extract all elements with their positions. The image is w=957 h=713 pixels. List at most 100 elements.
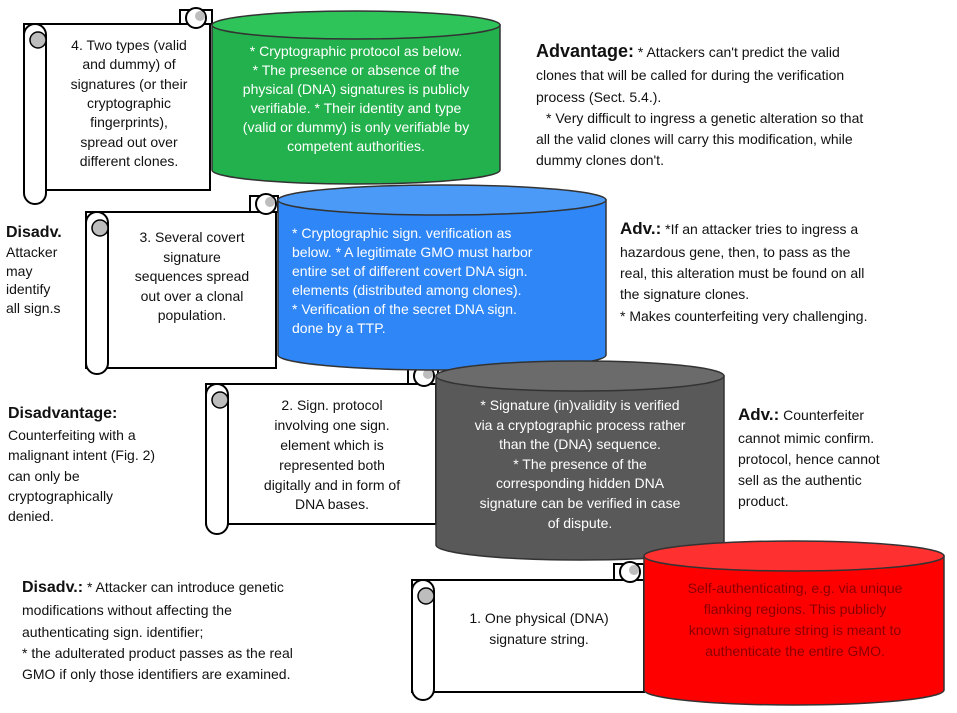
scroll-line: digitally and in form of bbox=[263, 476, 401, 493]
scroll-text-level-1: 1. One physical (DNA) signature string. bbox=[436, 608, 642, 650]
cylinder-line: below. * A legitimate GMO must harbor bbox=[292, 244, 533, 261]
scroll-line: involving one sign. bbox=[274, 416, 390, 433]
advantage-line: * Attackers can't predict the valid bbox=[637, 44, 840, 60]
disadvantage-line: can only be bbox=[8, 467, 80, 484]
cylinder-line: Self-authenticating, e.g. via unique bbox=[687, 580, 903, 596]
cylinder-level-2 bbox=[435, 360, 725, 561]
cylinder-line: * Cryptographic sign. verification as bbox=[292, 225, 512, 241]
cylinder-text-level-3: * Cryptographic sign. verification as be… bbox=[292, 224, 604, 338]
scroll-level-3 bbox=[85, 193, 279, 375]
cylinder-line: corresponding hidden DNA bbox=[495, 475, 665, 492]
advantage-line: cannot mimic confirm. bbox=[738, 429, 875, 446]
scroll-line: 3. Several covert bbox=[139, 229, 245, 245]
advantage-line: hazardous gene, then, to pass as the bbox=[620, 243, 851, 260]
scroll-level-4 bbox=[23, 7, 213, 205]
cylinder-line: competent authorities. bbox=[287, 138, 425, 155]
advantage-heading: Adv.: bbox=[738, 405, 780, 424]
disadvantage-line: malignant intent (Fig. 2) bbox=[8, 447, 156, 464]
scroll-line: DNA bases. bbox=[295, 496, 369, 513]
scroll-line: different clones. bbox=[79, 152, 179, 169]
disadvantage-line: identify bbox=[6, 281, 51, 298]
disadvantage-level-2: Disadvantage: Counterfeiting with a mali… bbox=[8, 402, 204, 527]
cylinder-line: authenticate the entire GMO. bbox=[705, 643, 885, 659]
cylinder-line: physical (DNA) signatures is publicly bbox=[242, 81, 470, 98]
cylinder-line: entire set of different covert DNA sign. bbox=[292, 263, 528, 280]
scroll-text-level-4: 4. Two types (valid and dummy) of signat… bbox=[50, 36, 208, 171]
scroll-text-level-3: 3. Several covert signature sequences sp… bbox=[110, 228, 274, 326]
cylinder-line: known signature string is meant to bbox=[688, 622, 902, 638]
advantage-line: the signature clones. bbox=[620, 286, 750, 303]
disadvantage-line: * the adulterated product passes as the … bbox=[22, 644, 293, 661]
scroll-line: element which is bbox=[280, 436, 384, 453]
disadvantage-level-3: Disadv. Attacker may identify all sign.s bbox=[6, 222, 84, 317]
cylinder-line: flanking regions. This publicly bbox=[703, 601, 887, 617]
advantage-line: dummy clones don't. bbox=[536, 152, 664, 169]
disadvantage-line: modifications without affecting the bbox=[22, 602, 232, 619]
disadvantage-heading: Disadv.: bbox=[22, 579, 84, 596]
advantage-line: product. bbox=[738, 492, 789, 509]
cylinder-line: * The presence or absence of the bbox=[252, 62, 460, 79]
scroll-line: spread out over bbox=[80, 133, 178, 150]
disadvantage-line: * Attacker can introduce genetic bbox=[86, 579, 284, 595]
disadvantage-line: denied. bbox=[8, 508, 54, 525]
cylinder-line: (valid or dummy) is only verifiable by bbox=[242, 119, 470, 136]
cylinder-line: * Signature (in)validity is verified bbox=[480, 397, 680, 413]
disadvantage-line: GMO if only those identifiers are examin… bbox=[22, 666, 291, 683]
cylinder-line: via a cryptographic process rather bbox=[474, 416, 686, 433]
disadvantage-level-1: Disadv.: * Attacker can introduce geneti… bbox=[22, 576, 402, 685]
disadvantage-line: may bbox=[6, 262, 33, 279]
disadvantage-line: all sign.s bbox=[6, 299, 61, 316]
advantage-line: *If an attacker tries to ingress a bbox=[665, 221, 859, 237]
scroll-line: fingerprints), bbox=[90, 114, 168, 131]
advantage-line: process (Sect. 5.4.). bbox=[536, 88, 662, 105]
scroll-line: signatures (or their bbox=[70, 75, 188, 92]
disadvantage-line: Attacker bbox=[6, 244, 58, 261]
cylinder-text-level-2: * Signature (in)validity is verified via… bbox=[440, 396, 720, 533]
scroll-line: 2. Sign. protocol bbox=[281, 397, 383, 413]
advantage-line: * Very difficult to ingress a genetic al… bbox=[546, 109, 864, 126]
advantage-level-3: Adv.: *If an attacker tries to ingress a… bbox=[620, 216, 950, 327]
advantage-line: clones that will be called for during th… bbox=[536, 67, 845, 84]
scroll-line: signature string. bbox=[489, 631, 589, 647]
cylinder-line: done by a TTP. bbox=[292, 320, 386, 337]
advantage-level-2: Adv.: Counterfeiter cannot mimic confirm… bbox=[738, 402, 938, 512]
scroll-line: 4. Two types (valid bbox=[71, 37, 187, 53]
advantage-line: sell as the authentic bbox=[738, 471, 862, 488]
scroll-line: population. bbox=[157, 307, 227, 324]
cylinder-line: of dispute. bbox=[547, 514, 613, 531]
scroll-line: 1. One physical (DNA) bbox=[469, 610, 609, 626]
scroll-line: signature bbox=[163, 248, 221, 265]
disadvantage-line: Counterfeiting with a bbox=[8, 427, 136, 444]
scroll-text-level-2: 2. Sign. protocol involving one sign. el… bbox=[230, 396, 434, 515]
cylinder-line: verifiable. * Their identity and type bbox=[250, 100, 462, 117]
cylinder-line: * Verification of the secret DNA sign. bbox=[292, 301, 517, 318]
advantage-line: real, this alteration must be found on a… bbox=[620, 265, 865, 282]
advantage-heading: Advantage: bbox=[536, 41, 635, 61]
advantage-level-4: Advantage: * Attackers can't predict the… bbox=[536, 38, 948, 172]
cylinder-level-4 bbox=[211, 10, 501, 185]
cylinder-level-1 bbox=[643, 540, 945, 706]
cylinder-line: than the (DNA) sequence. bbox=[499, 436, 661, 453]
scroll-line: out over a clonal bbox=[140, 287, 244, 304]
advantage-line: all the valid clones will carry this mod… bbox=[536, 131, 853, 148]
scroll-line: and dummy) of bbox=[82, 56, 176, 73]
cylinder-line: * The presence of the bbox=[513, 455, 647, 472]
scroll-line: represented both bbox=[279, 456, 385, 473]
cylinder-text-level-1: Self-authenticating, e.g. via unique fla… bbox=[648, 578, 942, 662]
disadvantage-line: authenticating sign. identifier; bbox=[22, 623, 204, 640]
cylinder-line: signature can be verified in case bbox=[479, 494, 681, 511]
advantage-heading: Adv.: bbox=[620, 219, 662, 238]
advantage-line: protocol, hence cannot bbox=[738, 450, 880, 467]
cylinder-line: * Cryptographic protocol as below. bbox=[249, 43, 463, 59]
disadvantage-heading: Disadv. bbox=[6, 224, 62, 241]
advantage-line: * Makes counterfeiting very challenging. bbox=[620, 307, 868, 324]
scroll-level-2 bbox=[205, 365, 439, 535]
scroll-line: sequences spread bbox=[134, 268, 250, 285]
cylinder-line: elements (distributed among clones). bbox=[292, 282, 522, 299]
scroll-level-1 bbox=[411, 561, 645, 701]
advantage-line: Counterfeiter bbox=[783, 407, 865, 423]
cylinder-text-level-4: * Cryptographic protocol as below. * The… bbox=[214, 42, 498, 156]
cylinder-level-3 bbox=[277, 184, 607, 371]
disadvantage-line: cryptographically bbox=[8, 488, 114, 505]
